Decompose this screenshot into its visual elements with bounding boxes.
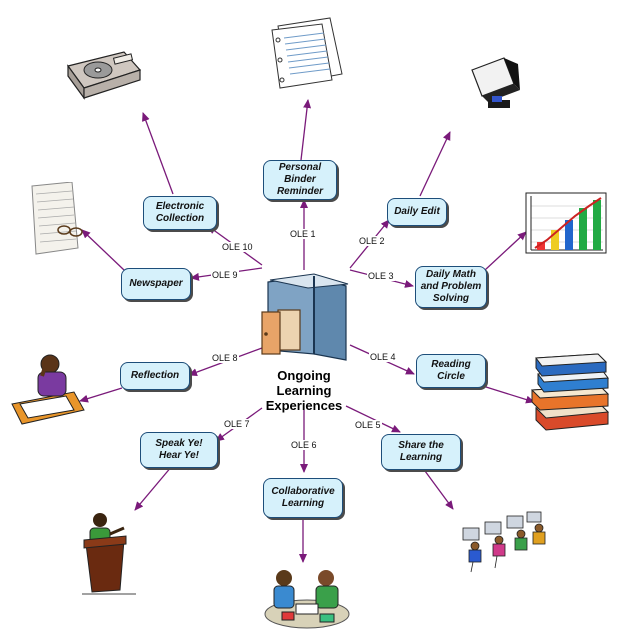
ole-label-9: OLE 9: [211, 270, 239, 280]
students-computers-icon: [462, 511, 546, 573]
node-daily-edit[interactable]: Daily Edit: [387, 198, 447, 226]
ole-label-2: OLE 2: [358, 236, 386, 246]
node-personal-binder[interactable]: Personal Binder Reminder: [263, 160, 337, 200]
node-reflection[interactable]: Reflection: [120, 362, 190, 390]
arrow-edit-pic: [419, 131, 451, 197]
arrow-ole5: [345, 405, 401, 433]
ole-label-4: OLE 4: [369, 352, 397, 362]
ole-label-3: OLE 3: [367, 271, 395, 281]
center-title: Ongoing Learning Experiences: [265, 368, 343, 413]
bar-chart-icon: [525, 192, 607, 254]
arrow-electronic-pic: [142, 112, 174, 195]
arrow-share-pic: [424, 470, 454, 510]
node-reading-circle[interactable]: Reading Circle: [416, 354, 486, 388]
newspaper-glasses-icon: [31, 182, 83, 255]
node-speak-hear[interactable]: Speak Ye! Hear Ye!: [140, 432, 218, 468]
node-collaborative-learning[interactable]: Collaborative Learning: [263, 478, 343, 518]
arrow-math-pic: [484, 231, 527, 271]
ole-label-10: OLE 10: [221, 242, 254, 252]
arrow-reading-pic: [485, 386, 535, 404]
node-electronic-collection[interactable]: Electronic Collection: [143, 196, 217, 230]
arrow-speak-pic: [134, 465, 173, 511]
binder-paper-icon: [271, 17, 343, 89]
ole-label-5: OLE 5: [354, 420, 382, 430]
open-book-door-icon: [261, 273, 349, 361]
group-reading-icon: [264, 570, 350, 629]
node-share-learning[interactable]: Share the Learning: [381, 434, 461, 470]
ole-label-8: OLE 8: [211, 353, 239, 363]
node-newspaper[interactable]: Newspaper: [121, 268, 191, 300]
node-daily-math[interactable]: Daily Math and Problem Solving: [415, 266, 487, 308]
book-stack-icon: [530, 353, 610, 431]
ole-label-6: OLE 6: [290, 440, 318, 450]
arrow-reflection-pic: [79, 387, 123, 403]
thinking-writer-icon: [11, 354, 85, 425]
arrow-newspaper-pic: [81, 229, 125, 271]
ole-label-7: OLE 7: [223, 419, 251, 429]
arrow-binder-pic: [300, 99, 312, 161]
computer-monitor-icon: [471, 57, 520, 108]
ole-label-1: OLE 1: [289, 229, 317, 239]
cd-drive-icon: [66, 51, 142, 100]
speaker-podium-icon: [82, 513, 136, 595]
